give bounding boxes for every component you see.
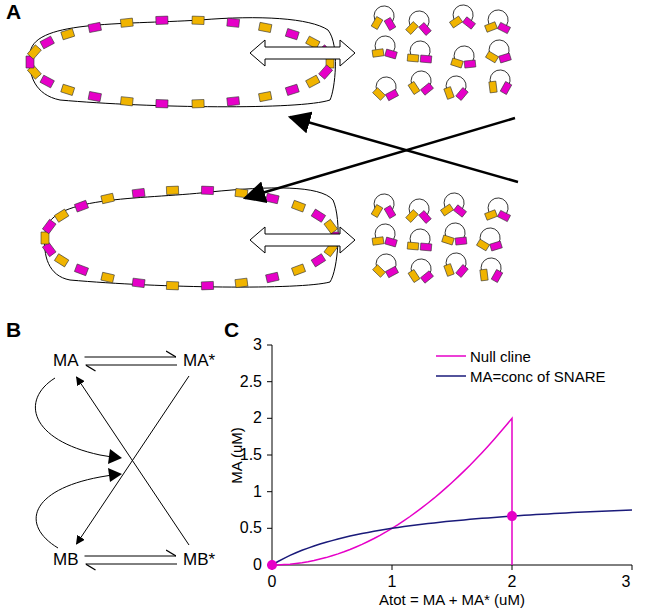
panel-letter: B xyxy=(6,318,21,342)
y-tick: 2.5 xyxy=(240,373,262,391)
panel-letter: C xyxy=(224,318,239,342)
x-tick: 1 xyxy=(388,573,397,591)
species-label: MA xyxy=(50,349,82,373)
species-label: MA* xyxy=(180,349,218,373)
y-tick: 0.5 xyxy=(240,519,262,537)
x-tick: 0 xyxy=(268,573,277,591)
x-tick: 2 xyxy=(508,573,517,591)
legend-text: MA=conc of SNARE xyxy=(470,368,605,385)
species-name: MA xyxy=(53,351,79,370)
species-name: MA* xyxy=(183,351,215,370)
y-tick: 0 xyxy=(253,556,262,574)
activation-arrow xyxy=(77,377,190,545)
x-axis-title: Atot = MA + MA* (uM) xyxy=(379,591,525,608)
y-tick: 1 xyxy=(253,483,262,501)
reaction-arrow xyxy=(86,365,178,366)
species-label: MB* xyxy=(180,548,218,572)
legend-text: Null cline xyxy=(470,348,531,365)
species-name: MB xyxy=(53,550,79,569)
panel-letter: A xyxy=(6,0,21,24)
y-tick: 2 xyxy=(253,409,262,427)
reaction-arrow xyxy=(85,357,177,358)
reaction-arrow xyxy=(85,556,177,557)
reaction-arrow xyxy=(86,564,178,565)
y-axis-title: MA (uM) xyxy=(227,427,244,484)
y-tick: 3 xyxy=(253,336,262,354)
species-name: MB* xyxy=(183,550,215,569)
x-tick: 3 xyxy=(622,573,631,591)
species-label: MB xyxy=(50,548,82,572)
activation-arrow xyxy=(77,376,190,544)
